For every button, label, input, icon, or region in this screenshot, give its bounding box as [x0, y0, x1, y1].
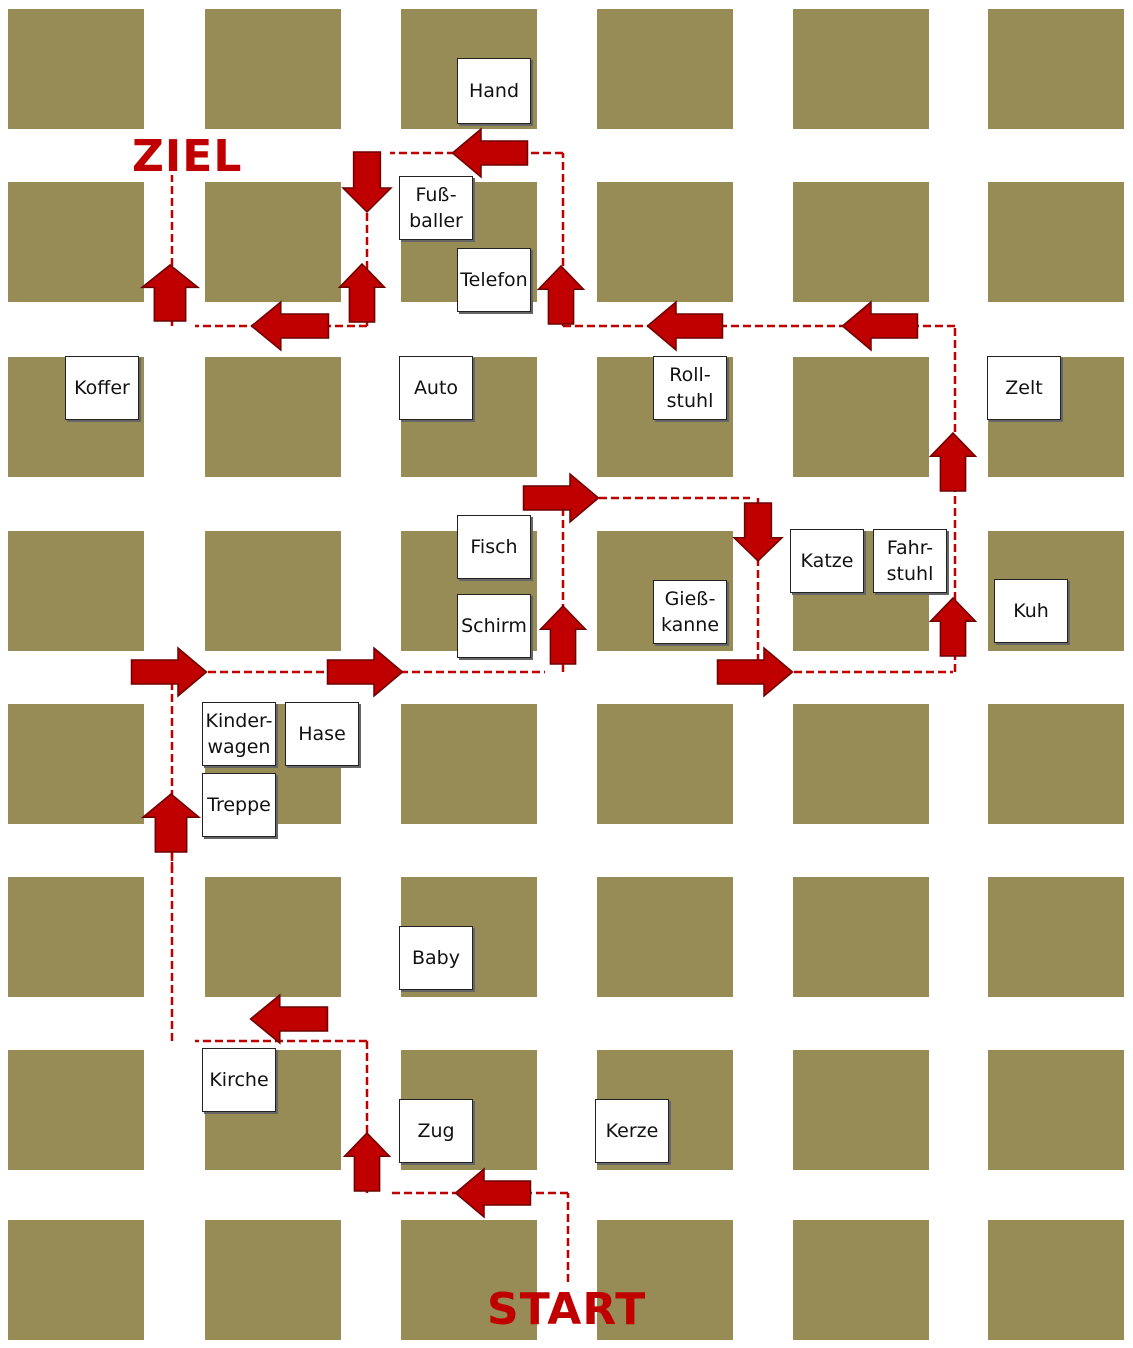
grid-block: [597, 182, 733, 302]
arrow-right-icon: [716, 646, 794, 698]
word-card: Hand: [457, 58, 531, 124]
grid-block: [8, 704, 144, 824]
grid-block: [597, 1220, 733, 1340]
grid-block: [793, 182, 929, 302]
grid-block: [8, 1050, 144, 1170]
arrow-right-icon: [326, 646, 404, 698]
arrow-down-icon: [341, 151, 393, 214]
word-card: Telefon: [457, 248, 531, 312]
arrow-up-icon: [140, 793, 202, 853]
arrow-left-icon: [249, 993, 329, 1045]
word-card: Treppe: [202, 773, 276, 837]
grid-block: [401, 704, 537, 824]
grid-block: [597, 9, 733, 129]
arrow-left-icon: [250, 300, 330, 352]
word-card: Fahr- stuhl: [873, 529, 947, 593]
arrow-up-icon: [538, 604, 588, 665]
arrow-up-icon: [342, 1131, 392, 1192]
arrow-left-icon: [454, 1167, 532, 1219]
word-card: Kerze: [595, 1099, 669, 1163]
grid-block: [401, 1220, 537, 1340]
ziel-label: ZIEL: [132, 131, 243, 182]
word-card: Kuh: [994, 579, 1068, 643]
word-card: Roll- stuhl: [653, 356, 727, 420]
grid-block: [8, 877, 144, 997]
arrow-down-icon: [732, 502, 784, 563]
word-card: Kinder- wagen: [202, 702, 276, 766]
grid-block: [597, 877, 733, 997]
grid-block: [988, 704, 1124, 824]
grid-block: [793, 9, 929, 129]
arrow-up-icon: [139, 264, 201, 322]
arrow-up-icon: [536, 264, 586, 325]
arrow-right-icon: [522, 472, 600, 524]
grid-block: [793, 704, 929, 824]
grid-block: [8, 531, 144, 651]
grid-block: [8, 1220, 144, 1340]
arrow-up-icon: [928, 431, 978, 492]
grid-block: [205, 1220, 341, 1340]
word-card: Zelt: [987, 356, 1061, 420]
grid-block: [988, 1050, 1124, 1170]
word-card: Kirche: [202, 1048, 276, 1112]
grid-block: [988, 1220, 1124, 1340]
word-card: Fuß- baller: [399, 176, 473, 240]
word-card: Baby: [399, 926, 473, 990]
word-card: Hase: [285, 702, 359, 766]
arrow-up-icon: [337, 262, 387, 323]
word-card: Fisch: [457, 515, 531, 579]
grid-block: [205, 531, 341, 651]
arrow-left-icon: [646, 300, 724, 352]
grid-block: [793, 357, 929, 477]
grid-block: [793, 1050, 929, 1170]
grid-block: [793, 1220, 929, 1340]
start-label: START: [487, 1284, 647, 1335]
grid-block: [205, 9, 341, 129]
grid-block: [988, 877, 1124, 997]
arrow-right-icon: [130, 646, 208, 698]
arrow-up-icon: [928, 596, 978, 657]
word-card: Zug: [399, 1099, 473, 1163]
word-card: Katze: [790, 529, 864, 593]
grid-block: [8, 182, 144, 302]
grid-block: [793, 877, 929, 997]
word-card: Schirm: [457, 594, 531, 658]
grid-block: [597, 704, 733, 824]
word-card: Koffer: [65, 356, 139, 420]
arrow-left-icon: [841, 300, 919, 352]
arrow-left-icon: [451, 127, 529, 179]
word-card: Gieß- kanne: [653, 580, 727, 644]
grid-block: [205, 357, 341, 477]
grid-block: [988, 182, 1124, 302]
grid-block: [205, 877, 341, 997]
grid-block: [8, 9, 144, 129]
grid-block: [205, 182, 341, 302]
word-card: Auto: [399, 356, 473, 420]
grid-block: [988, 9, 1124, 129]
